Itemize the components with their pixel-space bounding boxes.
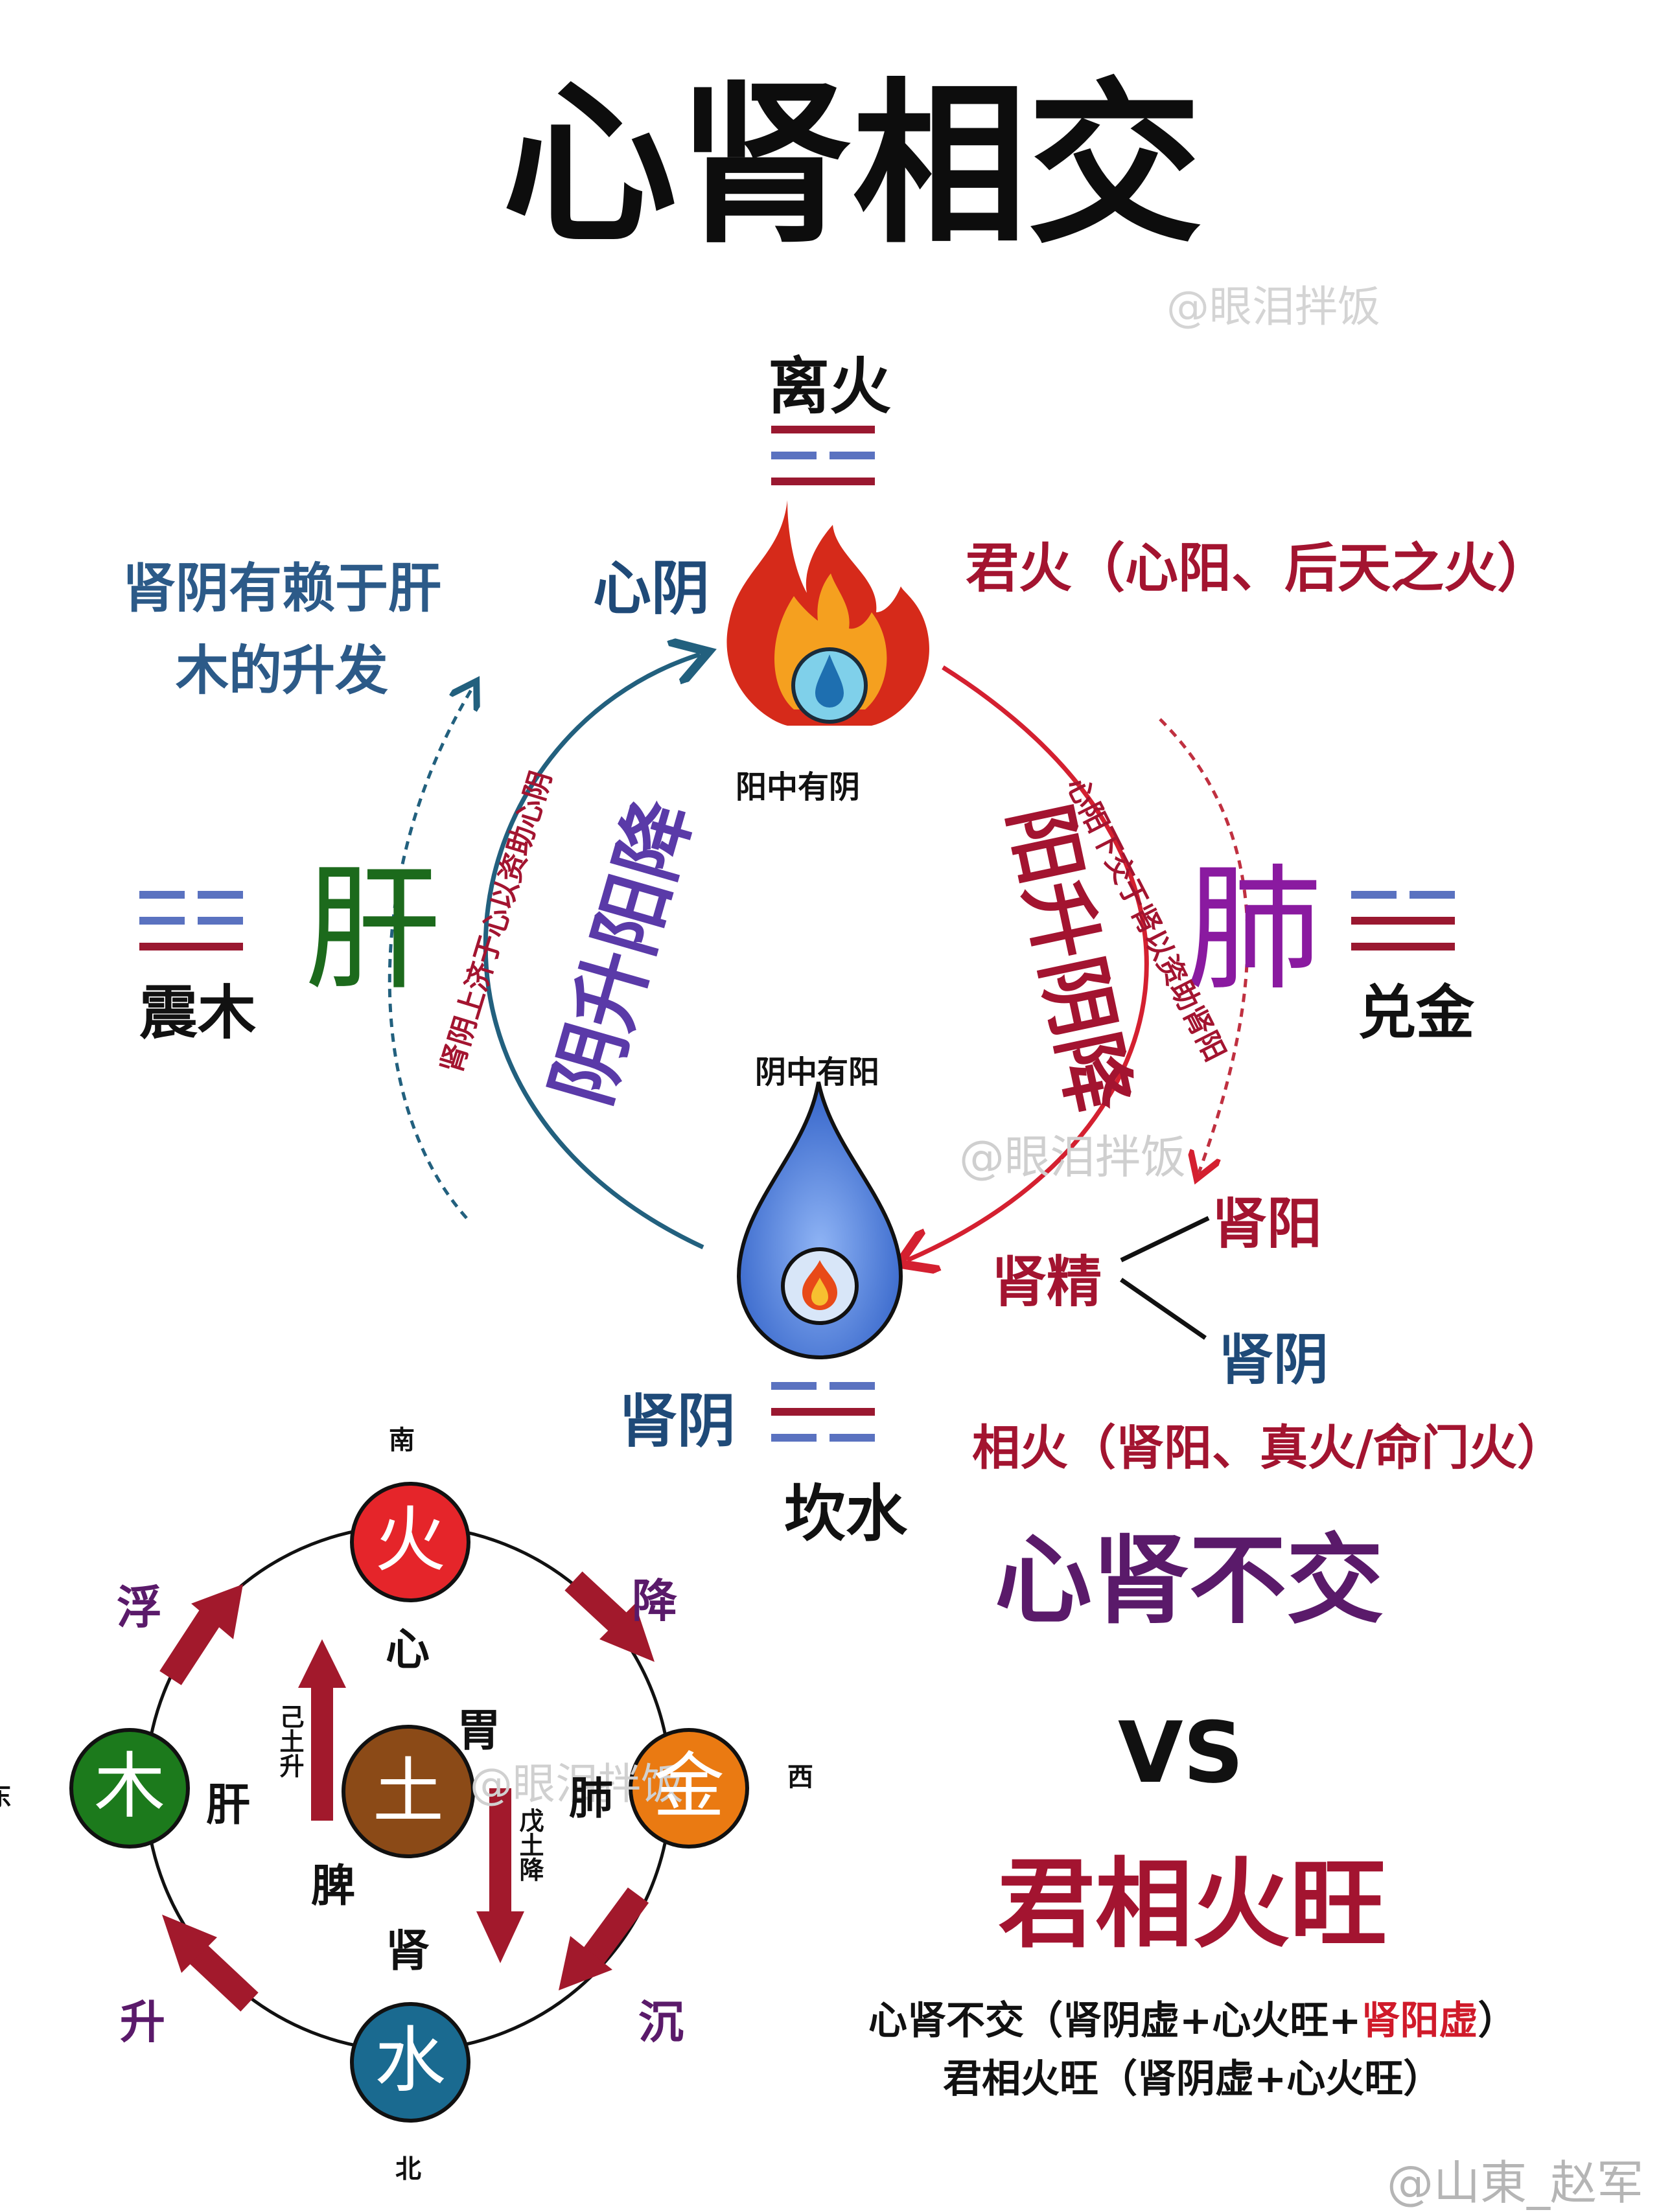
kidney-essence-label: 肾精	[992, 1250, 1102, 1315]
left-dashed-arrow	[388, 687, 473, 1219]
cycle-arrow-rise	[162, 1915, 259, 2012]
watermark: @山東_赵军	[1387, 2156, 1644, 2210]
cycle-arrow-descend	[564, 1571, 655, 1662]
earth-circle	[342, 1725, 475, 1858]
direction-north: 北	[395, 2154, 421, 2184]
motion-rise: 升	[120, 1996, 165, 2049]
fire-circle	[350, 1482, 470, 1602]
fire-icon	[726, 500, 929, 726]
ji-tu-rise-label: 己土升	[275, 1704, 304, 1778]
yin-in-yang-label: 阳中有阴	[736, 769, 861, 805]
comparison-line-2: 君相火旺（肾阴虚+心火旺）	[943, 2056, 1443, 2102]
kidney-yin-note-text: 肾阴有赖于肝木的升发	[122, 558, 441, 702]
right-arc-arrow	[907, 665, 1149, 1260]
direction-south: 南	[389, 1425, 415, 1455]
comparison-line-1-highlight: 肾阳虚	[1361, 1998, 1478, 2044]
water-element-char: 水	[375, 2019, 446, 2102]
right-dashed-arrow	[1159, 718, 1249, 1173]
branch-to-kidney-yin	[1120, 1278, 1207, 1340]
kidney-yin-bottom-label: 肾阴	[619, 1387, 736, 1455]
watermark: @眼泪拌饭	[1166, 282, 1380, 332]
trigram-label-kan: 坎水	[784, 1479, 908, 1550]
organ-kidney: 肾	[386, 1926, 430, 1977]
kidney-yin-label: 肾阴	[1218, 1328, 1329, 1392]
water-drop-icon	[736, 1081, 903, 1359]
watermark: @眼泪拌饭	[470, 1759, 684, 1809]
trigram-label-li: 离火	[768, 351, 892, 422]
wood-circle	[69, 1728, 190, 1849]
trigram-zhen	[139, 891, 243, 950]
kidney-yin-note: 肾阴有赖于肝木的升发	[100, 547, 463, 712]
heading-xinshen-bujiao: 心肾不交	[995, 1525, 1384, 1637]
organ-heart: 心	[386, 1624, 430, 1676]
heart-yin-label: 心阴	[593, 555, 710, 623]
kidney-yang-label: 肾阳	[1212, 1192, 1323, 1256]
vs-label: VS	[1118, 1703, 1244, 1802]
trigram-dui	[1351, 891, 1455, 950]
wu-tu-descend-label: 戊土降	[515, 1808, 544, 1882]
watermark: @眼泪拌饭	[959, 1131, 1186, 1184]
metal-circle	[629, 1728, 749, 1849]
page-title: 心肾相交	[502, 63, 1202, 267]
cycle-arrow-sink	[559, 1887, 649, 1990]
comparison-line-1-end: ）	[1478, 1998, 1517, 2044]
cycle-arrow-float	[159, 1584, 243, 1685]
organ-spleen: 脾	[311, 1861, 356, 1912]
direction-east: 东	[0, 1775, 12, 1813]
motion-descend: 降	[632, 1574, 677, 1628]
comparison-line-1: 心肾不交（肾阴虚+心火旺+肾阳虚）	[868, 1989, 1517, 2045]
xianghuo-label: 相火（肾阳、真火/命门火）	[972, 1420, 1566, 1476]
fire-element-char: 火	[375, 1499, 446, 1582]
junhuo-label: 君火（心阳、后天之火）	[966, 538, 1551, 599]
organ-lung: 肺	[569, 1773, 614, 1825]
trigram-li	[771, 426, 875, 485]
trigram-label-dui: 兑金	[1358, 979, 1474, 1047]
liver-label: 肝	[305, 850, 441, 1009]
lung-label: 肺	[1186, 850, 1323, 1009]
motion-sink: 沉	[638, 1996, 684, 2049]
wood-element-char: 木	[94, 1745, 165, 1828]
water-circle	[350, 2002, 470, 2123]
organ-stomach: 胃	[457, 1705, 502, 1757]
earth-element-char: 土	[373, 1750, 444, 1833]
trigram-label-zhen: 震木	[139, 979, 256, 1047]
branch-to-kidney-yang	[1120, 1215, 1210, 1263]
earth-rise-arrow	[298, 1639, 346, 1821]
earth-descend-arrow	[476, 1788, 524, 1963]
yang-in-yin-label: 阴中有阳	[755, 1054, 880, 1090]
direction-west: 西	[787, 1762, 813, 1792]
comparison-line-1-text: 心肾不交（肾阴虚+心火旺+	[868, 1998, 1362, 2044]
metal-element-char: 金	[653, 1745, 725, 1828]
left-arc-arrow	[483, 654, 703, 1250]
heading-junxiang-huowang: 君相火旺	[998, 1849, 1387, 1961]
trigram-kan	[771, 1382, 875, 1442]
organ-liver: 肝	[206, 1780, 251, 1831]
motion-float: 浮	[117, 1581, 162, 1634]
